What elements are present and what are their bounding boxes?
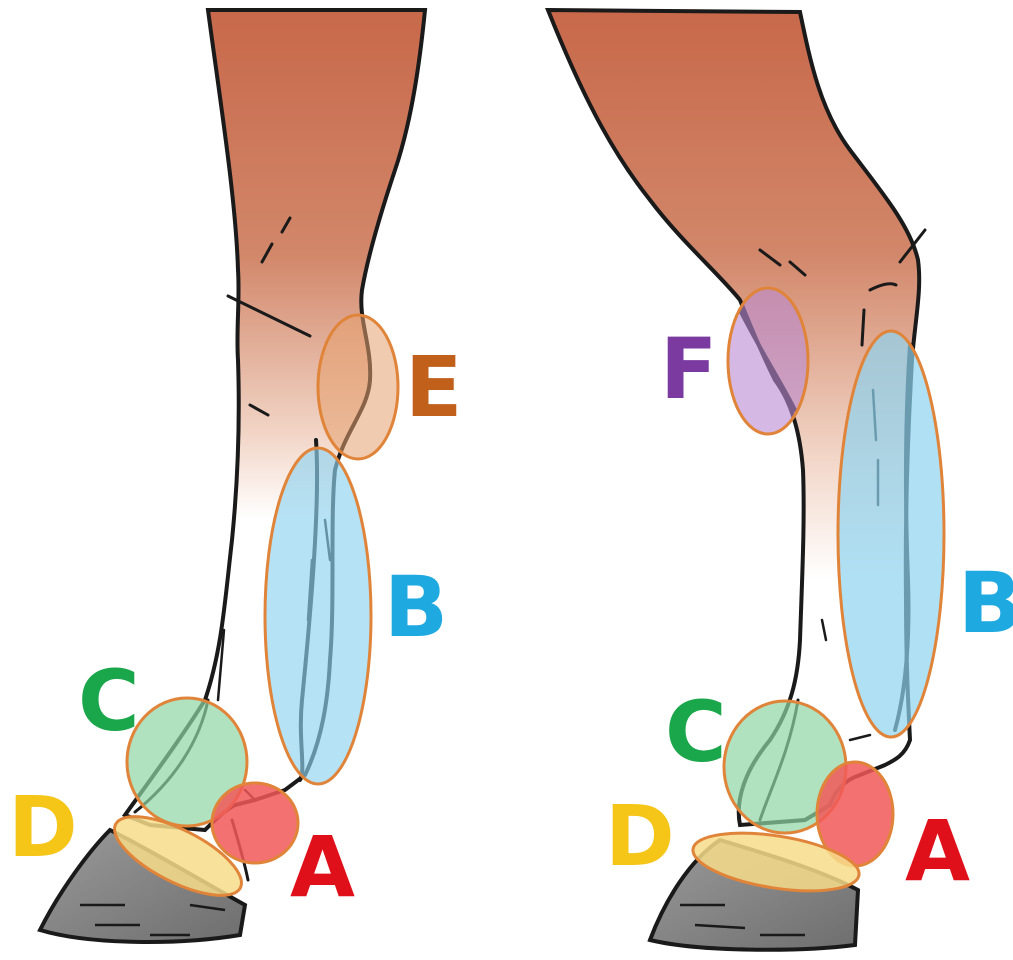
hind-region-f-ellipse — [728, 288, 808, 434]
front-region-e-ellipse — [318, 315, 398, 459]
hind-label-c: C — [665, 683, 727, 781]
front-label-c: C — [78, 652, 140, 750]
hind-label-d: D — [605, 787, 675, 885]
hind-region-b-ellipse — [838, 331, 944, 737]
hind-label-b: B — [958, 554, 1013, 652]
front-label-d: D — [8, 778, 78, 876]
front-label-e: E — [405, 338, 462, 436]
front-region-a-ellipse — [212, 783, 298, 863]
front-label-a: A — [290, 818, 355, 916]
front-label-b: B — [384, 558, 448, 656]
hind-label-f: F — [660, 320, 717, 418]
front-region-b-ellipse — [265, 448, 371, 784]
hind-label-a: A — [905, 802, 970, 900]
